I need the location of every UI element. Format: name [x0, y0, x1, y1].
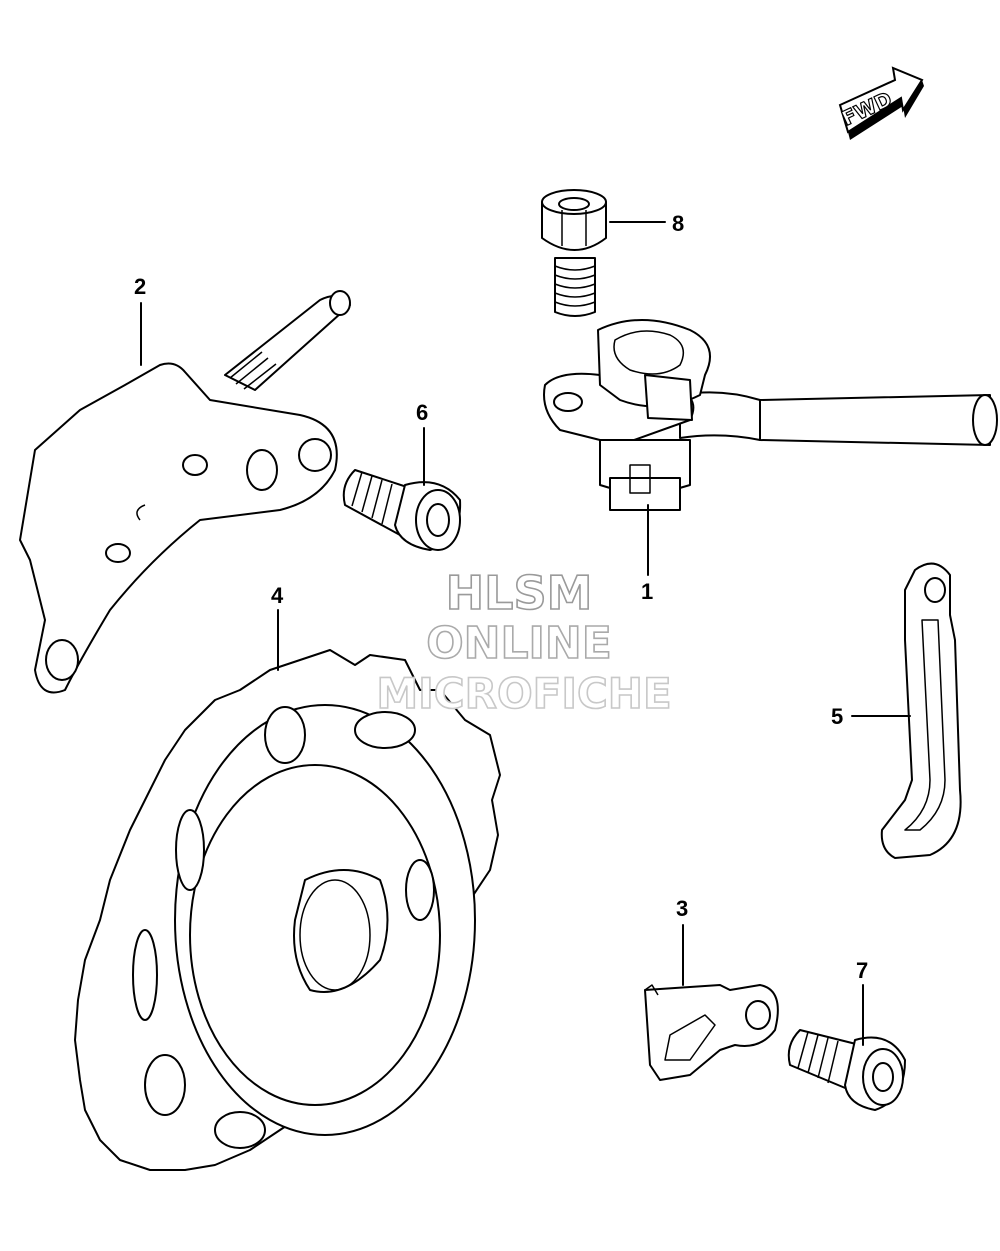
callout-7: 7: [856, 958, 868, 983]
callout-5: 5: [831, 704, 843, 729]
bolt-8: [541, 189, 607, 317]
watermark-line-2: ONLINE: [426, 618, 612, 669]
sensor-bracket-2: [19, 290, 351, 694]
callout-3: 3: [676, 896, 688, 921]
watermark-line-1: HLSM: [446, 566, 593, 620]
fwd-arrow-icon: FWD: [837, 66, 924, 140]
callout-8: 8: [672, 211, 684, 236]
plate-3: [644, 984, 779, 1081]
sensor-1: [543, 319, 998, 511]
bolt-6: [342, 469, 462, 551]
watermark-line-3: MICROFICHE: [376, 669, 671, 718]
callout-labels: 8 2 6 1 4 5 3 7: [134, 211, 868, 983]
callout-4: 4: [271, 583, 284, 608]
callout-1: 1: [641, 579, 653, 604]
strap-5: [880, 562, 962, 859]
bolt-7: [787, 1029, 906, 1111]
callout-6: 6: [416, 400, 428, 425]
leader-lines: [140, 221, 911, 1046]
sprocket-4: [74, 649, 501, 1171]
watermark: HLSM ONLINE MICROFICHE: [376, 565, 673, 719]
callout-2: 2: [134, 274, 146, 299]
